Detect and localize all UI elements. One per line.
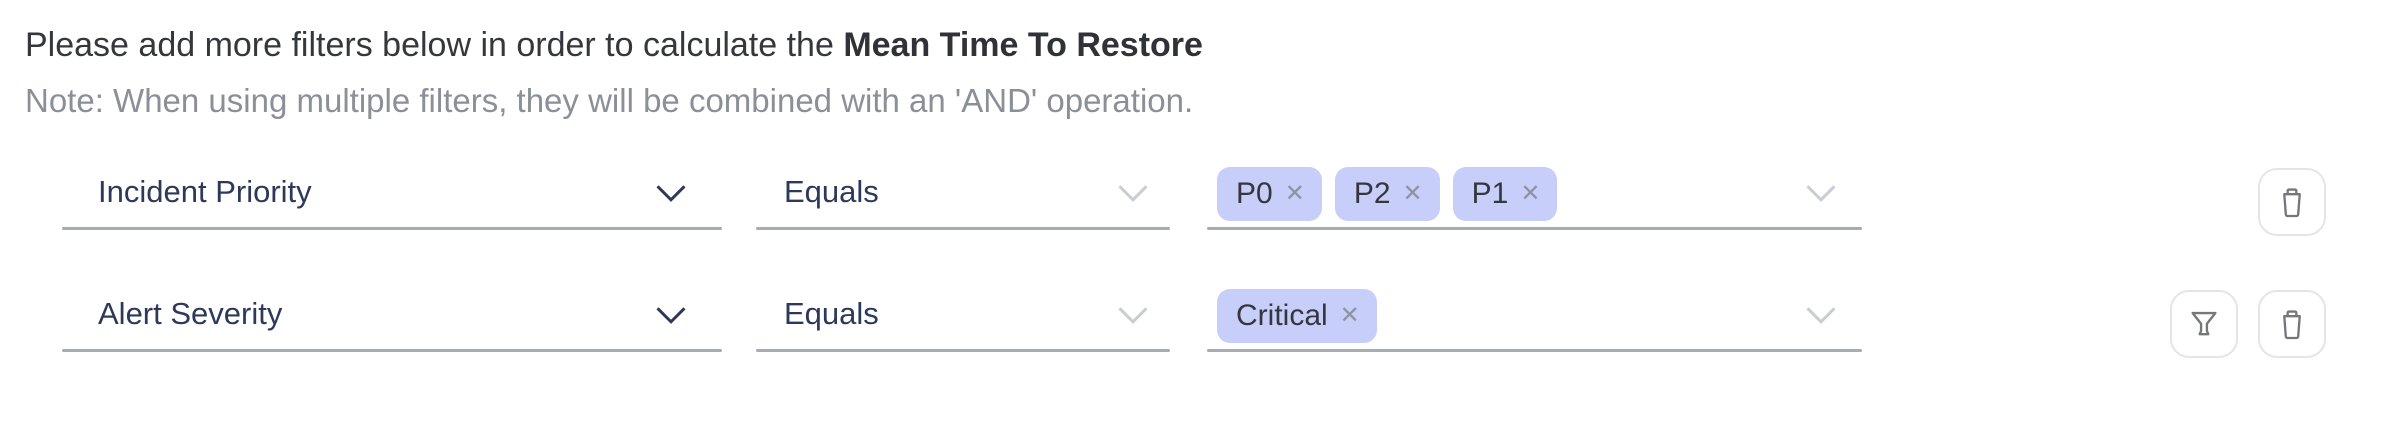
- instructions-text: Please add more filters below in order t…: [25, 24, 1203, 66]
- field-underline: [756, 349, 1170, 352]
- chevron-down-icon: [654, 183, 688, 203]
- value-tag-label: P1: [1471, 176, 1509, 210]
- trash-icon: [2276, 307, 2308, 341]
- operator-value: Equals: [784, 174, 879, 210]
- chevron-down-icon: [1804, 305, 1838, 325]
- chevron-down-icon: [1804, 183, 1838, 203]
- filter-row-2: Alert Severity Equals Critical ✕: [0, 282, 2408, 358]
- value-tag[interactable]: P0 ✕: [1217, 166, 1322, 221]
- chevron-down-icon: [654, 305, 688, 325]
- selected-values: Critical ✕: [1217, 282, 1792, 349]
- delete-filter-button[interactable]: [2258, 168, 2326, 236]
- delete-filter-button[interactable]: [2258, 290, 2326, 358]
- value-tag-label: Critical: [1236, 298, 1328, 332]
- values-multiselect[interactable]: P0 ✕ P2 ✕ P1 ✕: [1207, 160, 1862, 230]
- trash-icon: [2276, 185, 2308, 219]
- value-tag-label: P2: [1353, 176, 1391, 210]
- field-underline: [756, 227, 1170, 230]
- selected-values: P0 ✕ P2 ✕ P1 ✕: [1217, 160, 1792, 227]
- chevron-down-icon: [1116, 183, 1150, 203]
- value-tag[interactable]: P2 ✕: [1334, 166, 1440, 221]
- remove-tag-icon[interactable]: ✕: [1339, 301, 1360, 329]
- remove-tag-icon[interactable]: ✕: [1402, 179, 1423, 207]
- field-selector-value: Alert Severity: [98, 296, 283, 332]
- field-underline: [62, 227, 722, 230]
- and-operation-note: Note: When using multiple filters, they …: [25, 82, 1194, 119]
- funnel-icon: [2187, 308, 2221, 340]
- filter-values-button[interactable]: [2170, 290, 2238, 358]
- operator-dropdown[interactable]: Equals: [756, 160, 1170, 230]
- value-tag[interactable]: P1 ✕: [1452, 166, 1558, 221]
- filter-row-1: Incident Priority Equals P0 ✕ P2 ✕ P1 ✕: [0, 160, 2408, 236]
- metric-name: Mean Time To Restore: [843, 26, 1203, 64]
- value-tag-label: P0: [1236, 176, 1273, 210]
- field-underline: [1207, 227, 1862, 230]
- value-tag[interactable]: Critical ✕: [1217, 288, 1377, 343]
- chevron-down-icon: [1116, 305, 1150, 325]
- values-multiselect[interactable]: Critical ✕: [1207, 282, 1862, 352]
- field-selector-dropdown[interactable]: Incident Priority: [62, 160, 722, 230]
- field-selector-value: Incident Priority: [98, 174, 312, 210]
- instructions-intro: Please add more filters below in order t…: [25, 26, 844, 64]
- remove-tag-icon[interactable]: ✕: [1284, 179, 1305, 207]
- field-selector-dropdown[interactable]: Alert Severity: [62, 282, 722, 352]
- operator-dropdown[interactable]: Equals: [756, 282, 1170, 352]
- field-underline: [1207, 349, 1862, 352]
- operator-value: Equals: [784, 296, 879, 332]
- field-underline: [62, 349, 722, 352]
- remove-tag-icon[interactable]: ✕: [1520, 179, 1541, 207]
